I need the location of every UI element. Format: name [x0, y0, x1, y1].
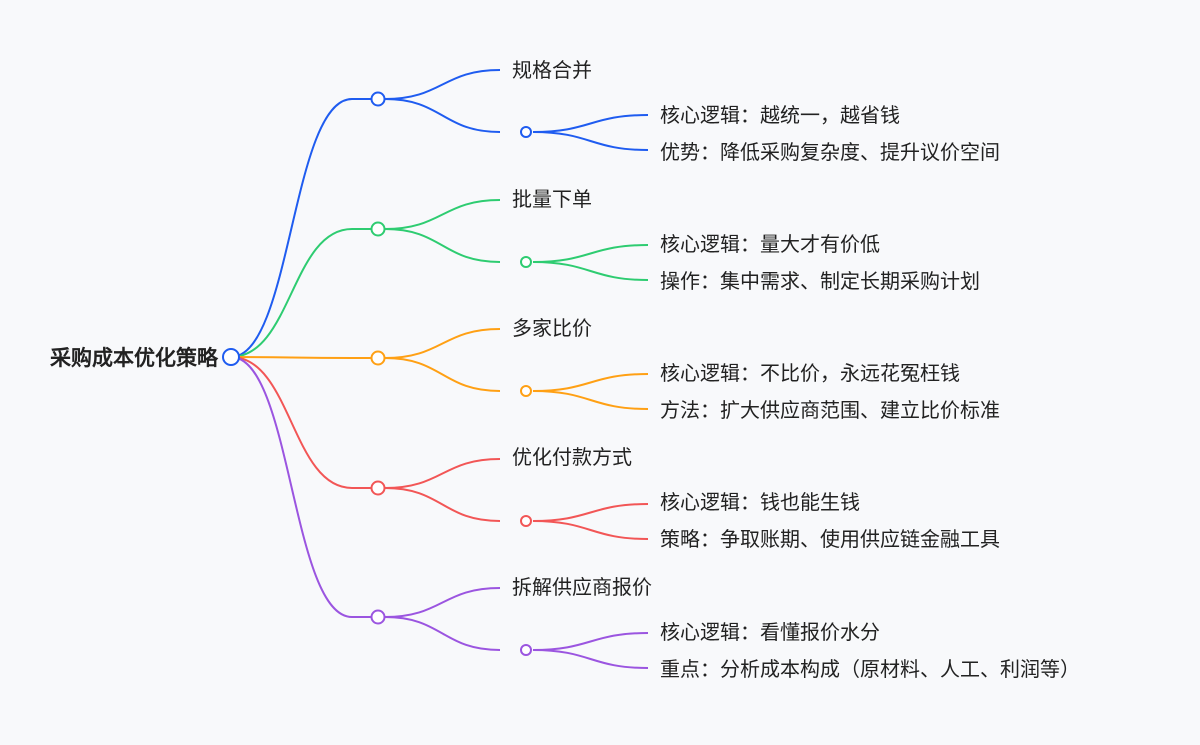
leaf-link-5-2	[532, 649, 649, 669]
leaf-link-3-2	[532, 390, 649, 410]
leaf-link-3-1	[532, 373, 649, 392]
sub-link-2	[384, 228, 501, 263]
sub-link-3	[384, 357, 501, 392]
leaf-2-2: 操作：集中需求、制定长期采购计划	[660, 269, 980, 293]
sub-node-2[interactable]	[520, 256, 532, 268]
root-link-3	[230, 356, 353, 359]
sub-link-4	[384, 487, 501, 522]
leaf-link-4-2	[532, 520, 649, 540]
branch-node-4[interactable]	[370, 480, 386, 496]
root-link-2	[230, 228, 353, 358]
title-link-5	[384, 587, 501, 618]
leaf-link-1-1	[532, 114, 649, 133]
sub-node-3[interactable]	[520, 385, 532, 397]
leaf-4-2: 策略：争取账期、使用供应链金融工具	[660, 527, 1000, 551]
branch-node-5[interactable]	[370, 609, 386, 625]
branch-node-1[interactable]	[370, 91, 386, 107]
leaf-link-5-1	[532, 632, 649, 651]
root-node[interactable]	[222, 348, 240, 366]
leaf-link-1-2	[532, 131, 649, 151]
title-link-4	[384, 458, 501, 489]
branch-title-4: 优化付款方式	[512, 445, 632, 469]
root-link-4	[230, 356, 353, 489]
branch-node-3[interactable]	[370, 350, 386, 366]
leaf-3-1: 核心逻辑：不比价，永远花冤枉钱	[660, 361, 960, 385]
branch-title-2: 批量下单	[512, 187, 592, 211]
leaf-5-2: 重点：分析成本构成（原材料、人工、利润等）	[660, 657, 1080, 681]
branch-title-3: 多家比价	[512, 316, 592, 340]
sub-node-5[interactable]	[520, 644, 532, 656]
branch-title-1: 规格合并	[512, 58, 592, 82]
title-link-3	[384, 328, 501, 359]
leaf-link-2-1	[532, 244, 649, 263]
leaf-3-2: 方法：扩大供应商范围、建立比价标准	[660, 398, 1000, 422]
title-link-1	[384, 69, 501, 100]
root-link-5	[230, 356, 353, 618]
branch-node-2[interactable]	[370, 221, 386, 237]
root-link-1	[230, 98, 353, 358]
sub-node-4[interactable]	[520, 515, 532, 527]
leaf-1-2: 优势：降低采购复杂度、提升议价空间	[660, 140, 1000, 164]
leaf-link-2-2	[532, 261, 649, 281]
sub-link-1	[384, 98, 501, 133]
leaf-2-1: 核心逻辑：量大才有价低	[660, 232, 880, 256]
sub-link-5	[384, 616, 501, 651]
sub-node-1[interactable]	[520, 126, 532, 138]
leaf-4-1: 核心逻辑：钱也能生钱	[660, 490, 860, 514]
leaf-link-4-1	[532, 503, 649, 522]
leaf-5-1: 核心逻辑：看懂报价水分	[660, 620, 880, 644]
leaf-1-1: 核心逻辑：越统一，越省钱	[660, 103, 900, 127]
root-node-label: 采购成本优化策略	[50, 346, 218, 370]
title-link-2	[384, 199, 501, 230]
branch-title-5: 拆解供应商报价	[512, 575, 652, 599]
